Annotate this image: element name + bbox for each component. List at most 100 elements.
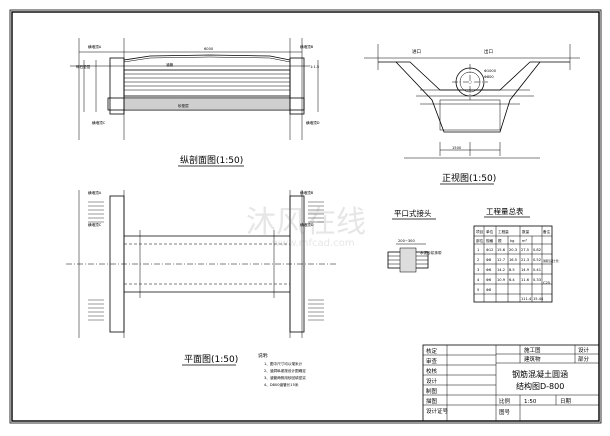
- qty-r1c3: 16.5: [509, 258, 517, 262]
- lbl-wingwall-b: 横墙顶B: [300, 44, 314, 49]
- qty-h4: 备注: [543, 229, 551, 234]
- lbl-dim-6000: 6000: [204, 47, 214, 51]
- tb-label-3: 设计: [426, 377, 438, 385]
- watermark-text: 沐风在线: [246, 205, 366, 240]
- note-1: 1、图中尺寸均以毫米计: [264, 361, 303, 366]
- joint-dim: 200~300: [398, 239, 415, 243]
- qty-r4c0: 5: [477, 288, 479, 292]
- qty-h3: 数量: [522, 229, 530, 234]
- qty-r2c0: 3: [477, 268, 479, 272]
- inner-border: [11, 11, 600, 422]
- qty-r0c2: 15.6: [497, 248, 506, 252]
- lbl-plan-wingwall-d: 横墙顶D: [300, 222, 314, 227]
- qty-r1c0: 2: [477, 258, 479, 262]
- qty-r0c0: 1: [477, 248, 479, 252]
- notes-block: 说明: 1、图中尺寸均以毫米计 2、涵洞纵坡按设计图确定 3、涵管两侧用砂回填密…: [258, 352, 306, 387]
- watermark-url: www.mfcad.com: [272, 238, 355, 249]
- qty-r2c4: 14.9: [521, 268, 530, 272]
- lbl-outlet: 出口: [484, 48, 493, 55]
- qty-r0c4: 27.5: [521, 248, 529, 252]
- qty-sh3: kg: [510, 239, 514, 243]
- qty-r0c1: Φ12: [486, 248, 493, 252]
- longitudinal-section: 横墙顶A 横墙顶B 碎石垫层 1:1.5 6000 涵管 砂垫层 横墙顶C 横墙…: [70, 38, 320, 167]
- title-block: 核定 审查 校核 设计 制图 描图 设计证号 施工图 设计 建筑物 部分 钢筋混…: [422, 344, 600, 422]
- qty-h0: 项目: [476, 229, 483, 234]
- tb-drawing-title-2: 结构图D-800: [516, 381, 564, 391]
- title-front: 正视图(1:50): [442, 172, 496, 184]
- tb-label-4: 制图: [426, 387, 438, 395]
- joint-detail: 平口式接头 200~300 水泥砂浆抹带: [387, 208, 442, 273]
- note-2: 2、涵洞纵坡按设计图确定: [264, 368, 306, 373]
- qty-remark2: C25: [543, 281, 550, 285]
- lbl-sand: 砂垫层: [178, 103, 189, 108]
- notes-heading: 说明:: [258, 352, 269, 359]
- lbl-wingwall-c: 横墙顶C: [92, 120, 106, 125]
- tb-scale-label: 比例: [499, 397, 511, 405]
- tb-drawing-title-1: 钢筋混凝土圆涵: [512, 369, 568, 379]
- tb-label-6: 设计证号: [426, 407, 449, 415]
- qty-r0c3: 20.3: [509, 248, 517, 252]
- qty-total2: 15.44: [533, 297, 544, 301]
- lbl-phi-1000: Φ1000: [484, 69, 497, 73]
- qty-r2c5: 0.41: [533, 268, 541, 272]
- lbl-wingwall-d: 横墙顶D: [306, 120, 320, 125]
- qty-r3c5: 0.33: [533, 278, 541, 282]
- hatch-left-bottom: [88, 299, 104, 321]
- qty-r2c1: Φ6: [486, 268, 492, 272]
- front-view: 进口 出口 Φ1000 Φ800 1500 正视图(1:50): [364, 44, 580, 185]
- note-3: 3、涵管两侧用砂回填密实: [264, 375, 306, 380]
- joint-label: 水泥砂浆抹带: [420, 250, 442, 255]
- qty-r2c3: 8.5: [509, 268, 515, 272]
- tb-scale-value: 1:50: [524, 399, 537, 405]
- hatch-right-bottom: [308, 299, 324, 321]
- tb-label-1: 审查: [426, 357, 438, 365]
- tb-label-0: 核定: [426, 347, 438, 355]
- lbl-inlet: 进口: [412, 48, 421, 55]
- quantity-table: 工程量总表 项目 单位 工程量 数量 备注 部位 规格 根 kg m³ 1 Φ1…: [473, 206, 559, 303]
- qty-r1c2: 12.7: [497, 258, 505, 262]
- qty-sh2: 根: [498, 238, 502, 243]
- qty-r2c2: 14.2: [497, 268, 505, 272]
- tb-stage: 施工图: [524, 346, 541, 354]
- watermark: 沐风在线 www.mfcad.com: [246, 205, 366, 249]
- tb-building: 建筑物: [524, 355, 541, 363]
- qty-sh4: m³: [522, 239, 528, 243]
- qty-r3c1: Φ6: [486, 278, 492, 282]
- note-4: 4、D800涵管长15米: [264, 382, 299, 387]
- tb-label-2: 校核: [426, 367, 438, 375]
- qty-r1c1: Φ8: [486, 258, 492, 262]
- tb-design: 设计: [578, 346, 590, 354]
- qty-remark1: 钢筋混凝土管: [543, 259, 559, 263]
- hatch-left-top: [88, 201, 104, 223]
- lbl-dim-1500: 1500: [452, 146, 462, 150]
- tb-number-label: 图号: [499, 408, 511, 416]
- qty-r1c5: 0.52: [533, 258, 541, 262]
- lbl-plan-wingwall-a: 横墙顶A: [88, 190, 102, 195]
- qty-sh0: 部位: [476, 238, 484, 243]
- lbl-phi-800: Φ800: [484, 75, 494, 79]
- qty-h1: 单位: [486, 229, 494, 234]
- lbl-slope: 1:1.5: [310, 65, 319, 69]
- qty-sh1: 规格: [486, 238, 494, 243]
- tb-date-label: 日期: [560, 398, 572, 405]
- qty-r3c3: 6.4: [509, 278, 515, 282]
- lbl-pipe: 涵管: [166, 62, 174, 67]
- qty-r0c5: 0.82: [533, 248, 541, 252]
- tb-label-5: 描图: [426, 397, 438, 405]
- lbl-gravel: 碎石垫层: [76, 64, 91, 69]
- qty-r4c1: Φ8: [486, 288, 492, 292]
- qty-r3c4: 11.6: [521, 278, 530, 282]
- plan-view: 横墙顶A 横墙顶B 横墙顶C 横墙顶D 平面图(1:50): [66, 190, 336, 366]
- lbl-wingwall-a: 横墙顶A: [88, 44, 102, 49]
- tb-part: 部分: [578, 355, 590, 363]
- lbl-plan-wingwall-c: 横墙顶C: [88, 222, 102, 227]
- hatch-right-top: [308, 201, 324, 223]
- title-plan: 平面图(1:50): [184, 354, 238, 365]
- qty-r3c0: 4: [477, 278, 480, 282]
- qty-h2: 工程量: [498, 229, 509, 234]
- qty-total: 111.4: [521, 297, 532, 301]
- title-longitudinal: 纵剖面图(1:50): [180, 154, 243, 166]
- title-joint: 平口式接头: [394, 208, 432, 218]
